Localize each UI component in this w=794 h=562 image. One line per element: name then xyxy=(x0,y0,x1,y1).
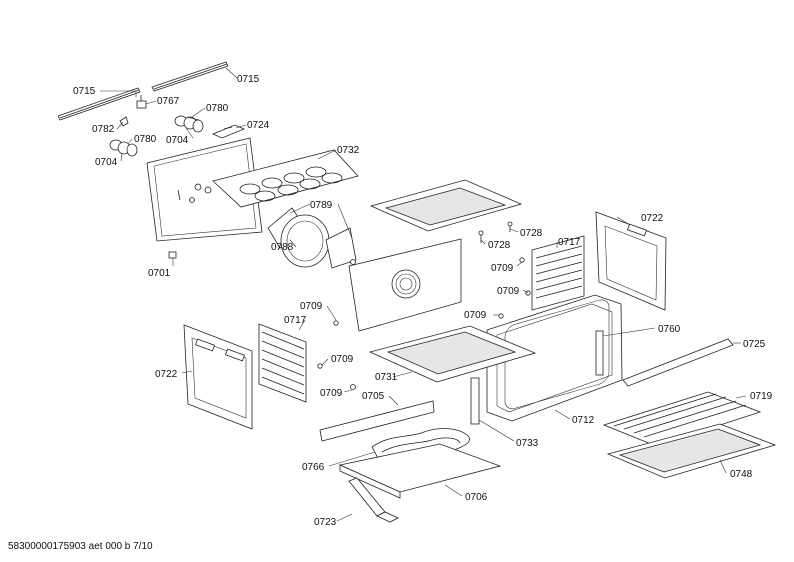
label-0701: 0701 xyxy=(148,268,171,279)
label-0709-b: 0709 xyxy=(497,286,520,297)
switch-0767 xyxy=(136,95,147,109)
bracket-0724 xyxy=(211,124,246,139)
label-0712: 0712 xyxy=(572,415,595,426)
label-0715-right: 0715 xyxy=(237,74,260,85)
label-0728-a: 0728 xyxy=(488,240,511,251)
label-0709-a: 0709 xyxy=(491,263,514,274)
document-code-footer: 58300000175903 aet 000 b 7/10 xyxy=(8,541,153,552)
baking-tray-0748 xyxy=(606,423,777,479)
part-labels: 0715 0715 0767 0780 0782 0704 0780 0704 … xyxy=(73,74,773,528)
cover-plate-0705 xyxy=(319,400,435,442)
heating-element-0732 xyxy=(212,149,359,208)
roof-panel xyxy=(369,179,523,232)
rod-0715-right xyxy=(151,61,229,92)
side-panel-0722-left xyxy=(183,324,253,430)
leader-lines xyxy=(100,67,747,522)
label-0705: 0705 xyxy=(362,391,385,402)
part-0701 xyxy=(168,251,177,259)
side-panel-0722-right xyxy=(595,211,667,311)
label-0715-left: 0715 xyxy=(73,86,96,97)
side-rack-0717-left xyxy=(258,323,307,403)
label-0766: 0766 xyxy=(302,462,325,473)
label-0709-e: 0709 xyxy=(331,354,354,365)
label-0717-right: 0717 xyxy=(558,237,581,248)
label-0748: 0748 xyxy=(730,469,753,480)
screw-0709-a xyxy=(519,257,525,263)
label-0733: 0733 xyxy=(516,438,539,449)
label-0722-right: 0722 xyxy=(641,213,664,224)
label-0704-upper: 0704 xyxy=(166,135,189,146)
screw-0709-d xyxy=(498,313,504,319)
label-0780-lower: 0780 xyxy=(134,134,157,145)
clip-0782 xyxy=(119,116,129,127)
label-0725: 0725 xyxy=(743,339,766,350)
label-0767: 0767 xyxy=(157,96,180,107)
label-0760: 0760 xyxy=(658,324,681,335)
label-0722-left: 0722 xyxy=(155,369,178,380)
hinge-bar xyxy=(595,330,604,376)
screw-0709-c xyxy=(333,320,339,326)
label-0731: 0731 xyxy=(375,372,398,383)
label-0709-f: 0709 xyxy=(320,388,343,399)
trim-strip-0725 xyxy=(622,338,734,387)
knob-0780-lower xyxy=(109,139,138,157)
wire-shelf-0719 xyxy=(602,391,762,447)
screw-0728-b xyxy=(507,221,513,232)
hinge-0733 xyxy=(470,377,480,425)
label-0709-c: 0709 xyxy=(300,301,323,312)
label-0723: 0723 xyxy=(314,517,337,528)
label-0717-left: 0717 xyxy=(284,315,307,326)
label-0719: 0719 xyxy=(750,391,773,402)
label-0728-b: 0728 xyxy=(520,228,543,239)
front-frame-0712 xyxy=(486,294,623,422)
label-0706: 0706 xyxy=(465,492,488,503)
screw-0709-e xyxy=(317,363,323,369)
knob-0780-upper xyxy=(174,115,204,133)
fan-assembly-0788 xyxy=(267,207,357,269)
label-0732: 0732 xyxy=(337,145,360,156)
side-rack-0717-right xyxy=(531,235,585,311)
bracket-0723 xyxy=(348,477,399,523)
control-panel-frame xyxy=(146,137,263,242)
label-0704-lower: 0704 xyxy=(95,157,118,168)
back-panel xyxy=(348,238,462,332)
label-0709-d: 0709 xyxy=(464,310,487,321)
label-0780-upper: 0780 xyxy=(206,103,229,114)
label-0788: 0788 xyxy=(271,242,294,253)
label-0724: 0724 xyxy=(247,120,270,131)
screw-0709-f xyxy=(350,384,356,390)
bottom-panel-0731 xyxy=(368,325,537,383)
bottom-tray-0706 xyxy=(338,443,502,499)
label-0789: 0789 xyxy=(310,200,333,211)
screw-0728-a xyxy=(478,230,484,243)
rod-0715-left xyxy=(57,87,141,121)
label-0782: 0782 xyxy=(92,124,115,135)
door-seal-0760 xyxy=(504,299,610,410)
